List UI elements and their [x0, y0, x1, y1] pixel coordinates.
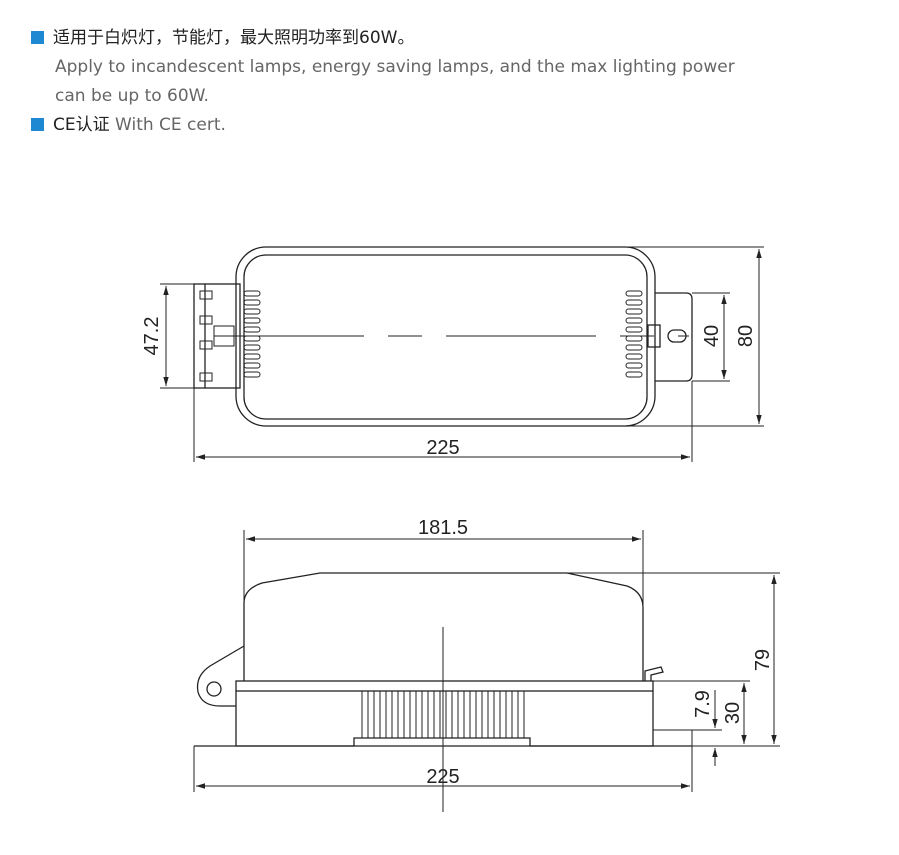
bullet-square-icon	[31, 31, 44, 44]
side-dim-height-label: 79	[752, 649, 774, 671]
left-vent-slots	[243, 290, 261, 378]
side-dim-body-label: 181.5	[418, 517, 468, 539]
spec-2-chinese: CE认证	[53, 115, 110, 135]
side-view-base	[235, 691, 654, 747]
side-view-dimensions	[193, 530, 780, 792]
top-dim-width-label: 225	[426, 437, 459, 459]
side-dim-width-label: 225	[426, 766, 459, 788]
heatsink-fins	[361, 691, 525, 738]
spec-1-chinese: 适用于白炽灯，节能灯，最大照明功率到60W。	[53, 28, 415, 48]
spec-2-english: With CE cert.	[115, 115, 226, 135]
top-dim-tab-label: 40	[701, 325, 723, 347]
top-view-dimensions	[160, 246, 764, 462]
bullet-square-icon	[31, 118, 44, 131]
mounting-tab	[655, 292, 693, 382]
top-dim-height-label: 80	[735, 325, 757, 347]
side-dim-flange-label: 7.9	[692, 690, 714, 718]
spec-line-1: 适用于白炽灯，节能灯，最大照明功率到60W。	[31, 24, 414, 52]
mounting-hole-icon	[206, 681, 222, 697]
spec-1-english-line-1: Apply to incandescent lamps, energy savi…	[55, 57, 735, 77]
right-vent-slots	[625, 290, 643, 378]
spec-line-2: CE认证 With CE cert.	[31, 111, 226, 139]
top-dim-connector-label: 47.2	[141, 317, 163, 356]
side-view-cover	[243, 572, 644, 681]
left-mounting-ear	[196, 645, 245, 707]
spec-1-english-line-2: can be up to 60W.	[55, 86, 209, 106]
top-view-inner-body	[243, 254, 648, 420]
top-view	[193, 246, 693, 427]
right-clip	[644, 666, 664, 681]
side-dim-base-label: 30	[722, 702, 744, 724]
side-view-flange	[235, 680, 654, 692]
